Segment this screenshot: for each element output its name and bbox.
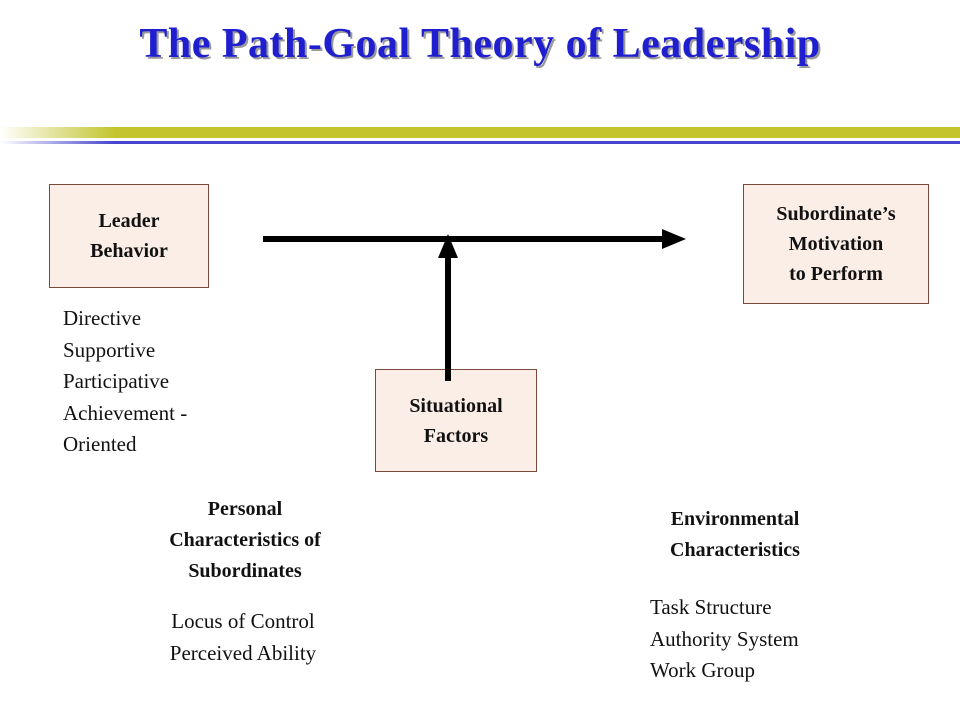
leader-to-motivation-arrowhead — [662, 229, 686, 249]
environmental-characteristic-item: Task Structure — [650, 595, 772, 619]
leader-style-item: Directive — [63, 306, 142, 330]
leader-style-item: Achievement - — [63, 400, 188, 425]
environmental-characteristic-item: Work Group — [650, 658, 756, 682]
divider-blue-line — [0, 141, 960, 144]
leader-style-item: Oriented — [63, 432, 137, 456]
leader-behavior-box: Leader Behavior — [49, 184, 209, 288]
leader-style-item: Supportive — [63, 337, 156, 362]
environmental-characteristic-item: Authority System — [650, 626, 799, 651]
situational-to-path-arrowhead — [438, 234, 458, 258]
environmental-characteristics-list: Task Structure Authority System Work Gro… — [650, 592, 799, 687]
personal-characteristics-list: Locus of Control Perceived Ability — [118, 606, 368, 669]
personal-characteristic-item: Locus of Control — [171, 609, 315, 633]
environmental-characteristics-heading: Environmental Characteristics — [670, 508, 800, 561]
page-title: The Path-Goal Theory of Leadership — [139, 21, 821, 67]
leader-behavior-styles: Directive Supportive Participative Achie… — [63, 303, 187, 461]
title-divider — [0, 127, 960, 144]
personal-characteristics-heading: Personal Characteristics of Subordinates — [169, 498, 321, 582]
subordinate-motivation-box: Subordinate’s Motivation to Perform — [743, 184, 929, 304]
divider-olive-band — [0, 127, 960, 138]
personal-characteristic-item: Perceived Ability — [169, 640, 317, 665]
leader-style-item: Participative — [63, 369, 170, 393]
situational-factors-box: Situational Factors — [375, 369, 537, 472]
